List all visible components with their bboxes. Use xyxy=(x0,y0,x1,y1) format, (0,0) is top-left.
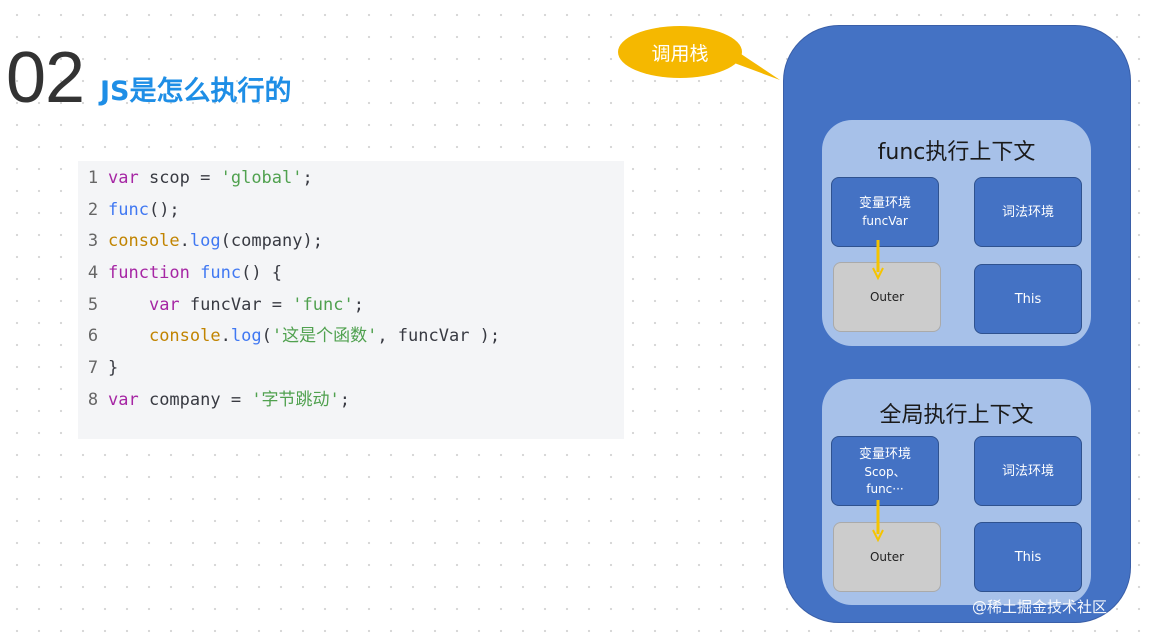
code-token: var xyxy=(148,294,180,315)
code-token xyxy=(108,295,149,315)
code-token: '字节跳动' xyxy=(251,389,340,410)
call-stack-callout: 调用栈 xyxy=(618,26,742,78)
code-token: funcVar = xyxy=(179,294,293,315)
code-token: var xyxy=(108,168,139,188)
code-token: console xyxy=(108,231,180,252)
code-token xyxy=(108,326,149,346)
func-outer: Outer xyxy=(833,262,941,332)
site-watermark: @稀土掘金技术社区 xyxy=(972,598,1108,616)
code-token: console xyxy=(148,326,221,347)
code-token: 'func' xyxy=(292,294,354,315)
code-line: 6 console.log('这是个函数', funcVar ); xyxy=(78,321,624,353)
code-token: func xyxy=(200,263,242,284)
global-outer: Outer xyxy=(833,522,941,592)
code-token: (); xyxy=(148,199,180,220)
code-token: 'global' xyxy=(220,168,303,188)
code-token: func xyxy=(108,199,149,220)
func-this-label: This xyxy=(1014,291,1042,307)
code-token: () { xyxy=(241,263,283,284)
code-token: , funcVar ); xyxy=(377,326,501,347)
func-outer-label: Outer xyxy=(869,289,905,304)
func-var-env-content: funcVar xyxy=(862,214,908,228)
code-token: ; xyxy=(353,294,364,315)
code-token: (company); xyxy=(220,231,323,252)
func-variable-environment: 变量环境 funcVar xyxy=(831,177,939,247)
code-line: 5 var funcVar = 'func'; xyxy=(78,290,624,322)
global-var-env-label: 变量环境 xyxy=(858,446,911,462)
global-this: This xyxy=(974,522,1082,592)
global-outer-label: Outer xyxy=(869,549,905,564)
func-context-title: func执行上下文 xyxy=(877,140,1036,165)
code-line: 3 console.log(company); xyxy=(78,226,624,258)
code-token xyxy=(190,263,200,283)
global-lex-env-label: 词法环境 xyxy=(1001,463,1054,479)
code-token: function xyxy=(108,263,190,284)
code-token: ; xyxy=(302,168,313,188)
global-outer-arrow-icon xyxy=(872,500,884,543)
code-line: 4 function func() { xyxy=(78,258,624,290)
code-token: ( xyxy=(261,326,272,347)
func-this: This xyxy=(974,264,1082,334)
func-lex-env-label: 词法环境 xyxy=(1001,204,1054,220)
global-variable-environment: 变量环境 Scop、 func··· xyxy=(831,436,939,506)
slide-title: JS是怎么执行的 xyxy=(100,76,292,107)
func-var-env-label: 变量环境 xyxy=(858,196,911,211)
slide-number: 02 xyxy=(6,38,85,118)
code-token: } xyxy=(108,358,119,379)
line-number: 7 xyxy=(87,358,99,379)
global-var-env-line2: func··· xyxy=(866,481,904,496)
code-token: var xyxy=(108,389,139,410)
code-token: log xyxy=(230,326,262,347)
global-context-title: 全局执行上下文 xyxy=(879,403,1034,428)
code-token: log xyxy=(189,231,221,252)
code-line: 1 var scop = 'global'; xyxy=(78,163,624,195)
code-token: . xyxy=(179,231,190,252)
code-line: 7} xyxy=(78,353,624,385)
line-number: 1 xyxy=(87,168,99,188)
code-line: 2 func(); xyxy=(78,195,624,227)
code-token: scop = xyxy=(138,168,221,188)
global-var-env-line1: Scop、 xyxy=(864,464,906,479)
line-number: 4 xyxy=(87,263,99,284)
global-lexical-environment: 词法环境 xyxy=(974,436,1082,506)
global-this-label: This xyxy=(1014,549,1042,565)
line-number: 5 xyxy=(87,294,99,315)
line-number: 3 xyxy=(87,231,99,252)
code-token: ; xyxy=(339,389,351,410)
line-number: 8 xyxy=(87,389,99,410)
func-outer-arrow-icon xyxy=(872,240,884,281)
code-token: company = xyxy=(138,389,252,410)
line-number: 2 xyxy=(87,199,99,220)
line-number: 6 xyxy=(87,326,99,347)
func-lexical-environment: 词法环境 xyxy=(974,177,1082,247)
code-token: '这是个函数' xyxy=(271,326,378,347)
code-line: 8 var company = '字节跳动'; xyxy=(78,385,624,417)
code-token: . xyxy=(220,326,231,347)
